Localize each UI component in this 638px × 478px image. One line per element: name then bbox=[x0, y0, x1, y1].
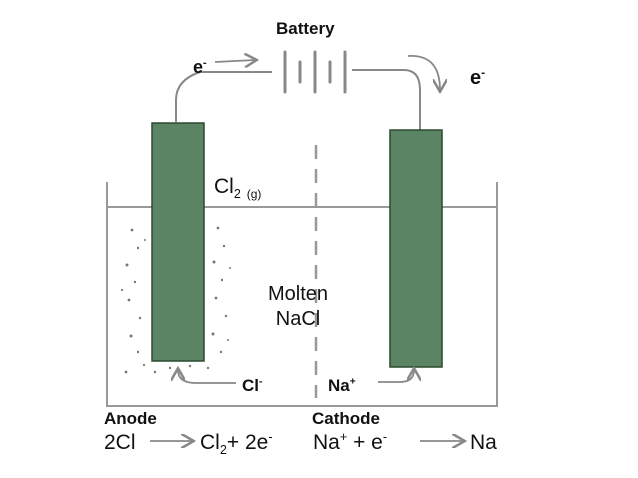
anion-base: Cl bbox=[242, 376, 259, 395]
electrolyte-label: Molten NaCl bbox=[268, 282, 328, 332]
battery-label: Battery bbox=[276, 19, 335, 38]
electron-left-base: e bbox=[193, 57, 204, 77]
electron-flow-right-arrow bbox=[407, 55, 440, 90]
electrolyte-line1: Molten bbox=[268, 283, 329, 305]
anode-plus: + bbox=[226, 431, 240, 454]
electron-left-charge: - bbox=[203, 57, 207, 69]
cation-base: Na bbox=[328, 376, 350, 395]
cathode-product: Na bbox=[470, 431, 497, 454]
gas-product-subscript: 2 bbox=[233, 187, 241, 202]
electron-right-charge: - bbox=[481, 65, 486, 80]
electron-flow-left-arrow bbox=[214, 60, 255, 62]
cathode-reactant-charge: + bbox=[339, 430, 348, 444]
cathode-electron: e bbox=[371, 431, 383, 454]
cathode-label: Cathode bbox=[312, 409, 380, 428]
cathode-reactant-base: Na bbox=[313, 431, 340, 454]
container bbox=[106, 182, 498, 407]
anode-electrons-charge: - bbox=[268, 430, 273, 444]
right-wire bbox=[352, 69, 421, 130]
gas-bubbles bbox=[120, 226, 231, 374]
anode-product: Cl2+ 2e- bbox=[200, 430, 273, 457]
cation-label: Na+ bbox=[328, 377, 356, 394]
battery-icon bbox=[283, 50, 347, 94]
anode-product-subscript: 2 bbox=[219, 443, 227, 458]
anion-charge: - bbox=[259, 376, 263, 388]
gas-product-state: (g) bbox=[246, 187, 262, 202]
gas-product-label: Cl2 (g) bbox=[214, 175, 261, 200]
anion-label: Cl- bbox=[242, 377, 262, 394]
anode-label: Anode bbox=[104, 409, 157, 428]
cathode-plus: + bbox=[353, 431, 366, 454]
gas-product-base: Cl bbox=[214, 175, 234, 198]
anion-arrow bbox=[178, 370, 236, 384]
cathode-reactants: Na+ + e- bbox=[313, 430, 388, 454]
anode-electrode bbox=[151, 122, 205, 362]
anode-reactant: 2Cl bbox=[104, 431, 136, 454]
electron-label-right: e- bbox=[470, 65, 486, 89]
cation-charge: + bbox=[349, 376, 356, 388]
cathode-electron-charge: - bbox=[382, 430, 388, 444]
electron-label-left: e- bbox=[193, 58, 207, 76]
electrolyte-line2: NaCl bbox=[275, 308, 321, 330]
cathode-electrode bbox=[389, 129, 443, 368]
anode-product-base: Cl bbox=[200, 431, 220, 454]
electron-right-base: e bbox=[470, 67, 482, 89]
left-wire bbox=[175, 71, 272, 122]
cation-arrow bbox=[378, 370, 414, 383]
anode-electrons: 2e bbox=[244, 431, 269, 454]
